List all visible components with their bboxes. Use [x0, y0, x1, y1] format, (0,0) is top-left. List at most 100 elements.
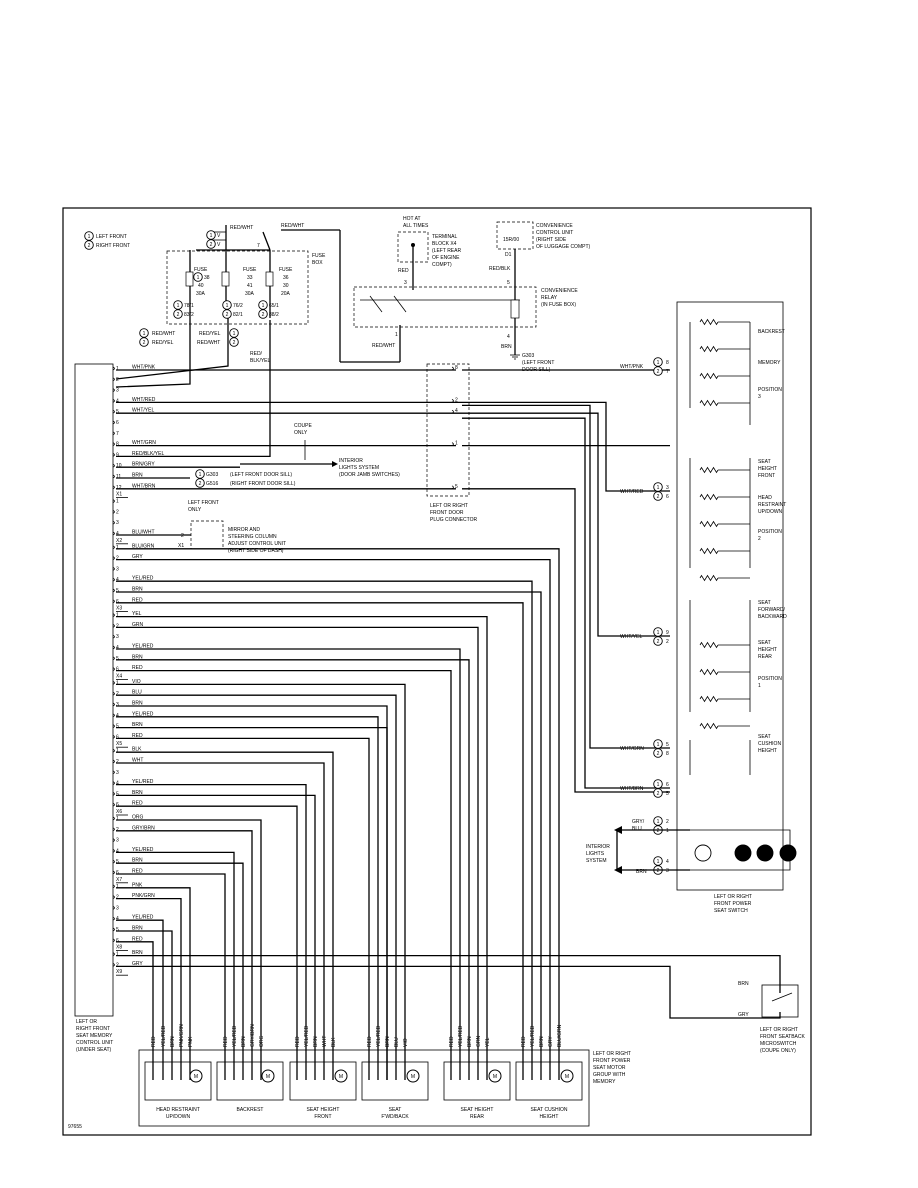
microswitch-wire-label: GRY [738, 1012, 749, 1018]
pin-connector [112, 849, 115, 853]
terminal-block-label: OF ENGINE [432, 255, 460, 261]
wire-to-motor [116, 683, 406, 1080]
switch-input-badge-text: 1 [657, 485, 660, 491]
door-plug-pin: 2 [455, 397, 458, 403]
pin-connector [112, 735, 115, 739]
seat-switch-group-label: UP/DOWN [758, 509, 783, 515]
ground-location: (RIGHT FRONT DOOR SILL) [230, 481, 296, 487]
motor-wire-label: BLU [394, 1037, 400, 1047]
switch-lights-label: SYSTEM [586, 858, 607, 864]
motor-symbol-letter: M [266, 1074, 270, 1080]
wire-to-motor [116, 930, 173, 1080]
pin-connector [112, 431, 115, 436]
pin-connector [112, 702, 115, 707]
pin-number: 1 [116, 816, 119, 822]
legend-label: LEFT FRONT [96, 234, 127, 240]
switch-lights-badge-text: 2 [657, 828, 660, 834]
pin-connector [112, 499, 115, 503]
pin-number: 1 [116, 680, 119, 686]
mirror-unit-label: STEERING COLUMN [228, 534, 277, 540]
wire-to-motor [116, 805, 298, 1080]
motor-wire-label: YEL/RED [304, 1025, 310, 1047]
switch-input-pin: 6 [666, 494, 669, 500]
pin-connector [112, 770, 115, 775]
motor-wire-label: GRY [548, 1036, 554, 1047]
fuse-number: 38 [204, 275, 210, 281]
switch-input-wire: WHT/YEL [620, 634, 642, 640]
pin-number: 1 [116, 952, 119, 958]
switch-brn-label: BRN [636, 869, 647, 875]
fuse-symbol [221, 271, 230, 287]
pin-connector [112, 759, 115, 764]
pin-number: 2 [116, 691, 119, 697]
resistor [699, 668, 719, 676]
pin-connector [112, 963, 115, 967]
motor-wire-label: GRY/BRN [250, 1024, 256, 1047]
motor-wire-label: RED [295, 1036, 301, 1047]
wire-color-label: YEL/RED [132, 711, 154, 717]
motor-symbol-letter: M [339, 1074, 343, 1080]
switch-input-badge-text: 1 [657, 360, 660, 366]
wire-to-motor [116, 669, 452, 1080]
fuse-amps: 20A [281, 291, 291, 297]
pin-connector [112, 724, 115, 728]
seat-switch-group-label: POSITION [758, 387, 782, 393]
motor-symbol-letter: M [411, 1074, 415, 1080]
fuse-number: 36 [283, 275, 289, 281]
switch-input-pin: 8 [666, 751, 669, 757]
motor-symbol [334, 1069, 348, 1083]
wire-to-motor [116, 887, 191, 1080]
pin-number: 1 [116, 545, 119, 551]
terminal-hot-label: HOT AT [403, 216, 421, 222]
resistor [699, 372, 719, 380]
fuse-number: 33 [247, 275, 253, 281]
diagram-id: 97655 [68, 1124, 82, 1130]
pin-connector [112, 510, 115, 514]
wire-wht-red [116, 401, 670, 492]
mirror-unit-label: (RIGHT SIDE OF DASH) [228, 548, 284, 554]
wire-color-label: YEL/RED [132, 847, 154, 853]
motor-box [216, 1061, 284, 1101]
motor-wire-label: RED [521, 1036, 527, 1047]
mirror-only-label: ONLY [188, 507, 202, 513]
fuse-conn-badge-text: 1 [262, 303, 265, 309]
pin-connector [112, 599, 115, 604]
motor-wire-label: PNK [188, 1036, 194, 1047]
wire-microswitch [116, 965, 781, 1019]
resistor [699, 641, 719, 649]
wire-to-motor [116, 783, 307, 1080]
pin-number: 3 [116, 702, 119, 708]
ground-badge-text: 1 [199, 472, 202, 478]
wire-color-label: BRN/GRY [132, 462, 155, 468]
wire-fuse-feed [115, 318, 191, 388]
wire-color-label: PNK [132, 882, 143, 888]
relay-label: RELAY [541, 295, 558, 301]
switch-input-badge [653, 366, 663, 376]
memory-control-unit-body [74, 363, 114, 1017]
pin-connector [112, 802, 115, 807]
pin-connector [112, 520, 115, 525]
seat-switch-group-label: SEAT [758, 600, 771, 606]
fuse-symbol [185, 271, 194, 287]
motor-symbol [488, 1069, 502, 1083]
wire-to-motor [116, 694, 397, 1080]
seat-switch-outline [676, 301, 784, 891]
motor-wire-label: VIO [403, 1038, 409, 1047]
pin-connector [112, 399, 115, 403]
fuse-title: FUSE [194, 267, 208, 273]
diagram-frame [62, 207, 812, 1136]
switch-input-pin: 8 [666, 360, 669, 366]
wire-color-label: GRY [132, 961, 143, 967]
motor-wire-label: YEL/RED [530, 1025, 536, 1047]
door-plug-outline [426, 363, 470, 497]
connector-name: X1 [116, 492, 122, 498]
pin-number: 6 [116, 420, 119, 426]
switch-input-badge-text: 2 [657, 494, 660, 500]
switch-input-wire: WHT/RED [620, 489, 644, 495]
fuse-title: FUSE [279, 267, 293, 273]
fuse-third-out-label: BLK/YEL [250, 358, 271, 364]
wire-to-motor [116, 794, 316, 1080]
microswitch-wire-label: BRN [738, 981, 749, 987]
motor-label: SEAT HEIGHT [461, 1107, 494, 1113]
wire-color-label: BLK [132, 747, 142, 753]
